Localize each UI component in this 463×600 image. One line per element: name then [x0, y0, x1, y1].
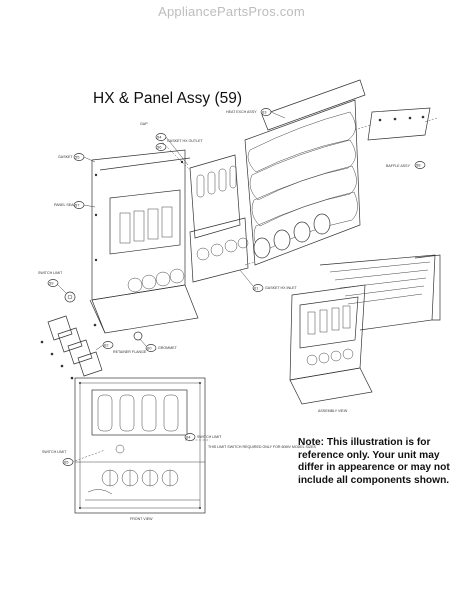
- svg-text:RETAINER FLANGE: RETAINER FLANGE: [113, 350, 147, 354]
- callout-55: 55 GASKET: [58, 153, 96, 163]
- retainer-flanges: [40, 315, 103, 380]
- svg-text:60: 60: [147, 346, 152, 351]
- svg-text:64: 64: [186, 435, 191, 440]
- svg-text:62: 62: [104, 343, 109, 348]
- panel-assembly: [89, 149, 199, 334]
- svg-text:GASKET HX INLET: GASKET HX INLET: [265, 286, 297, 290]
- callout-57: 57 PANEL SEAL: [54, 201, 96, 209]
- callout-54: 54 GAP: [140, 122, 189, 166]
- svg-text:55: 55: [75, 155, 80, 160]
- assembly-view-caption: ASSEMBLY VIEW: [318, 409, 348, 413]
- svg-text:54: 54: [157, 135, 162, 140]
- front-view-caption: FRONT VIEW: [130, 517, 153, 521]
- svg-text:61: 61: [254, 286, 259, 291]
- limit-switch: [64, 291, 143, 341]
- callout-64: 64 SWITCH LIMIT: [184, 433, 222, 441]
- svg-text:BAFFLE ASSY: BAFFLE ASSY: [386, 164, 411, 168]
- svg-text:GROMMET: GROMMET: [158, 346, 178, 350]
- svg-text:PANEL SEAL: PANEL SEAL: [54, 203, 76, 207]
- reference-note: Note: This illustration is for reference…: [298, 437, 458, 487]
- callout-56: 56 GASKET HX OUTLET: [155, 139, 203, 151]
- svg-text:HEAT EXCH ASSY: HEAT EXCH ASSY: [226, 110, 257, 114]
- note-body: This illustration is for reference only.…: [298, 437, 450, 486]
- assembly-view-drawing: [289, 254, 441, 405]
- watermark: AppliancePartsPros.com: [158, 4, 305, 19]
- note-lead: Note:: [298, 437, 325, 448]
- svg-text:SWITCH LIMIT: SWITCH LIMIT: [38, 271, 63, 275]
- callout-65: 65 SWITCH LIMIT: [42, 450, 74, 466]
- callout-61: 61 GASKET HX INLET: [239, 269, 297, 292]
- heat-exchanger-exploded: [244, 79, 438, 266]
- svg-text:57: 57: [75, 203, 80, 208]
- callout-58: 58 BAFFLE ASSY: [386, 161, 426, 169]
- svg-text:GAP: GAP: [140, 122, 148, 126]
- svg-text:65: 65: [64, 460, 69, 465]
- svg-text:GASKET HX OUTLET: GASKET HX OUTLET: [167, 139, 203, 143]
- svg-text:SWITCH LIMIT: SWITCH LIMIT: [42, 450, 67, 454]
- callout-62: 62 RETAINER FLANGE: [95, 341, 147, 354]
- svg-text:58: 58: [416, 163, 421, 168]
- front-view-drawing: [71, 377, 210, 514]
- callout-63: 63 HEAT EXCH ASSY: [226, 108, 286, 119]
- callout-60: 60 GROMMET: [139, 338, 178, 352]
- callout-59: 59 SWITCH LIMIT: [38, 271, 67, 294]
- svg-text:56: 56: [157, 145, 162, 150]
- svg-text:GASKET: GASKET: [58, 155, 73, 159]
- diagram-title: HX & Panel Assy (59): [93, 90, 243, 107]
- limit-switch-note: THIS LIMIT SWITCH REQUIRED ONLY FOR 60MV…: [208, 445, 316, 449]
- svg-text:SWITCH LIMIT: SWITCH LIMIT: [197, 435, 222, 439]
- svg-text:63: 63: [262, 110, 267, 115]
- cap-and-gaskets: [159, 139, 256, 283]
- svg-text:59: 59: [49, 281, 54, 286]
